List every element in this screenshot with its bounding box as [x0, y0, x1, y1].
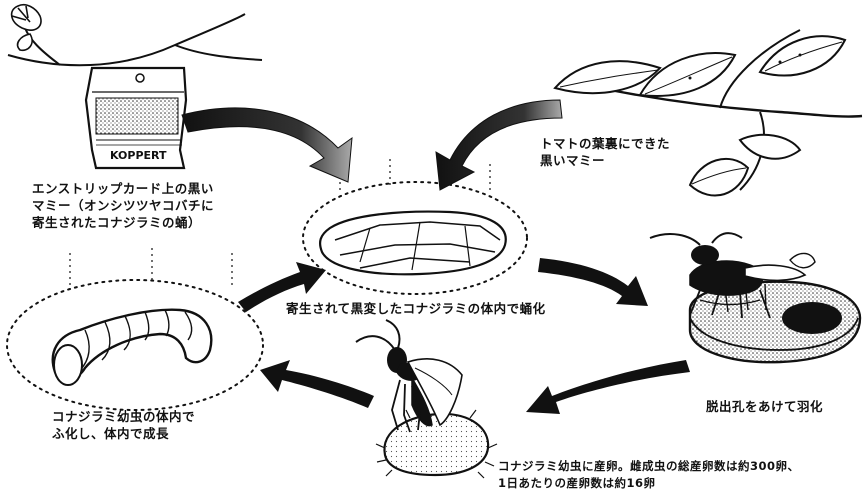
card-mummy-caption: エンストリップカード上の黒い マミー（オンシツツヤコバチに 寄生されたコナジラミ… [32, 180, 214, 231]
vine-leaf [12, 5, 41, 51]
emergence-caption: 脱出孔をあけて羽化 [706, 398, 823, 415]
tomato-leaf-branch [555, 30, 862, 196]
larva-growth-caption: コナジラミ幼虫の体内で ふ化し、体内で成長 [52, 408, 195, 442]
emerging-adult-stage [650, 233, 860, 362]
ovipositing-wasp-stage [356, 320, 497, 478]
leaf-mummy-caption: トマトの葉裏にできた 黒いマミー [540, 135, 670, 169]
larva-stage [7, 248, 263, 410]
koppert-brand-label: KOPPERT [110, 149, 167, 162]
vine-branch [8, 14, 262, 65]
oviposition-caption: コナジラミ幼虫に産卵。雌成虫の総産卵数は約300卵、 1日あたりの産卵数は約16… [498, 458, 800, 492]
pupation-caption: 寄生されて黒変したコナジラミの体内で蛹化 [286, 300, 546, 317]
